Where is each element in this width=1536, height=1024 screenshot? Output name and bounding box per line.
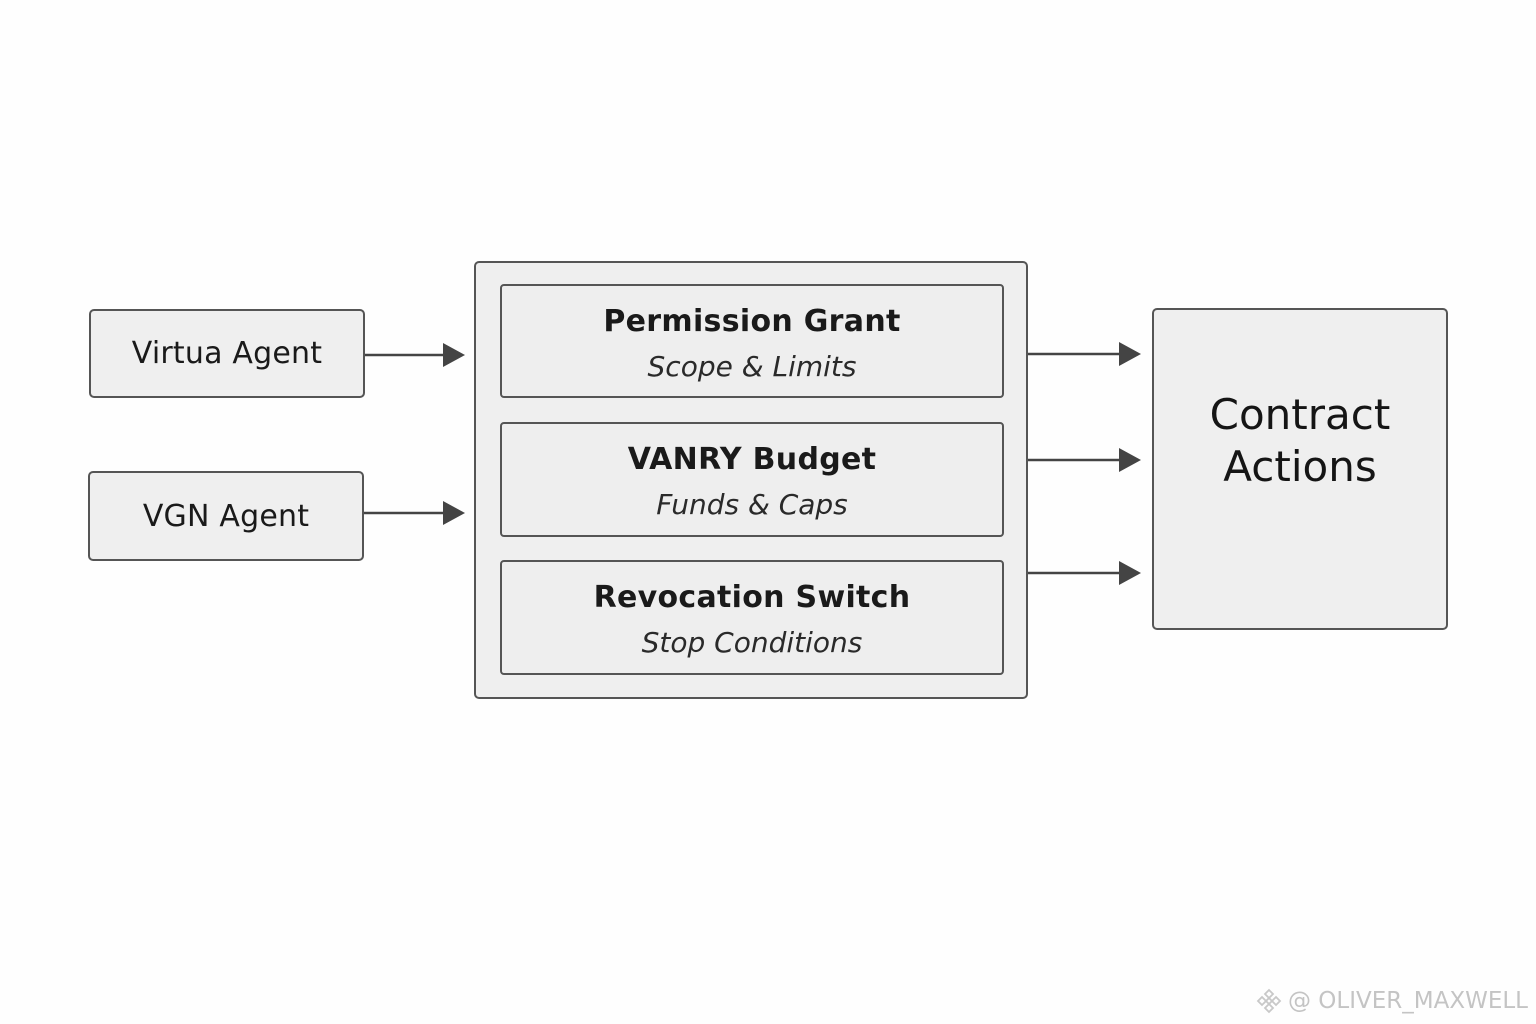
permission-grant-module: Permission Grant Scope & Limits — [500, 284, 1004, 398]
revocation-switch-module: Revocation Switch Stop Conditions — [500, 560, 1004, 675]
contract-actions-node: Contract Actions — [1152, 308, 1448, 630]
revocation-switch-title: Revocation Switch — [593, 580, 911, 615]
virtua-agent-node: Virtua Agent — [89, 309, 365, 398]
vgn-agent-node: VGN Agent — [88, 471, 364, 561]
control-panel-container: Permission Grant Scope & Limits VANRY Bu… — [474, 261, 1028, 699]
virtua-agent-label: Virtua Agent — [131, 336, 323, 371]
watermark: @ OLIVER_MAXWELL — [1256, 988, 1528, 1014]
contract-actions-label: Contract Actions — [1210, 389, 1391, 493]
watermark-diamond-icon — [1256, 988, 1282, 1014]
vgn-agent-label: VGN Agent — [142, 498, 310, 534]
vanry-budget-module: VANRY Budget Funds & Caps — [500, 422, 1004, 537]
watermark-text: @ OLIVER_MAXWELL — [1288, 988, 1528, 1014]
permission-grant-title: Permission Grant — [603, 304, 901, 339]
arrow-revocation-to-contract — [1028, 561, 1141, 585]
contract-actions-label-line1: Contract — [1209, 390, 1391, 439]
vanry-budget-subtitle: Funds & Caps — [656, 488, 848, 521]
arrow-virtua-to-panel — [365, 343, 465, 367]
arrow-permission-to-contract — [1028, 342, 1141, 366]
permission-grant-subtitle: Scope & Limits — [647, 350, 857, 383]
arrow-budget-to-contract — [1028, 448, 1141, 472]
vanry-budget-title: VANRY Budget — [627, 442, 877, 477]
revocation-switch-subtitle: Stop Conditions — [641, 626, 863, 659]
contract-actions-label-line2: Actions — [1223, 442, 1377, 491]
arrow-vgn-to-panel — [364, 501, 465, 525]
